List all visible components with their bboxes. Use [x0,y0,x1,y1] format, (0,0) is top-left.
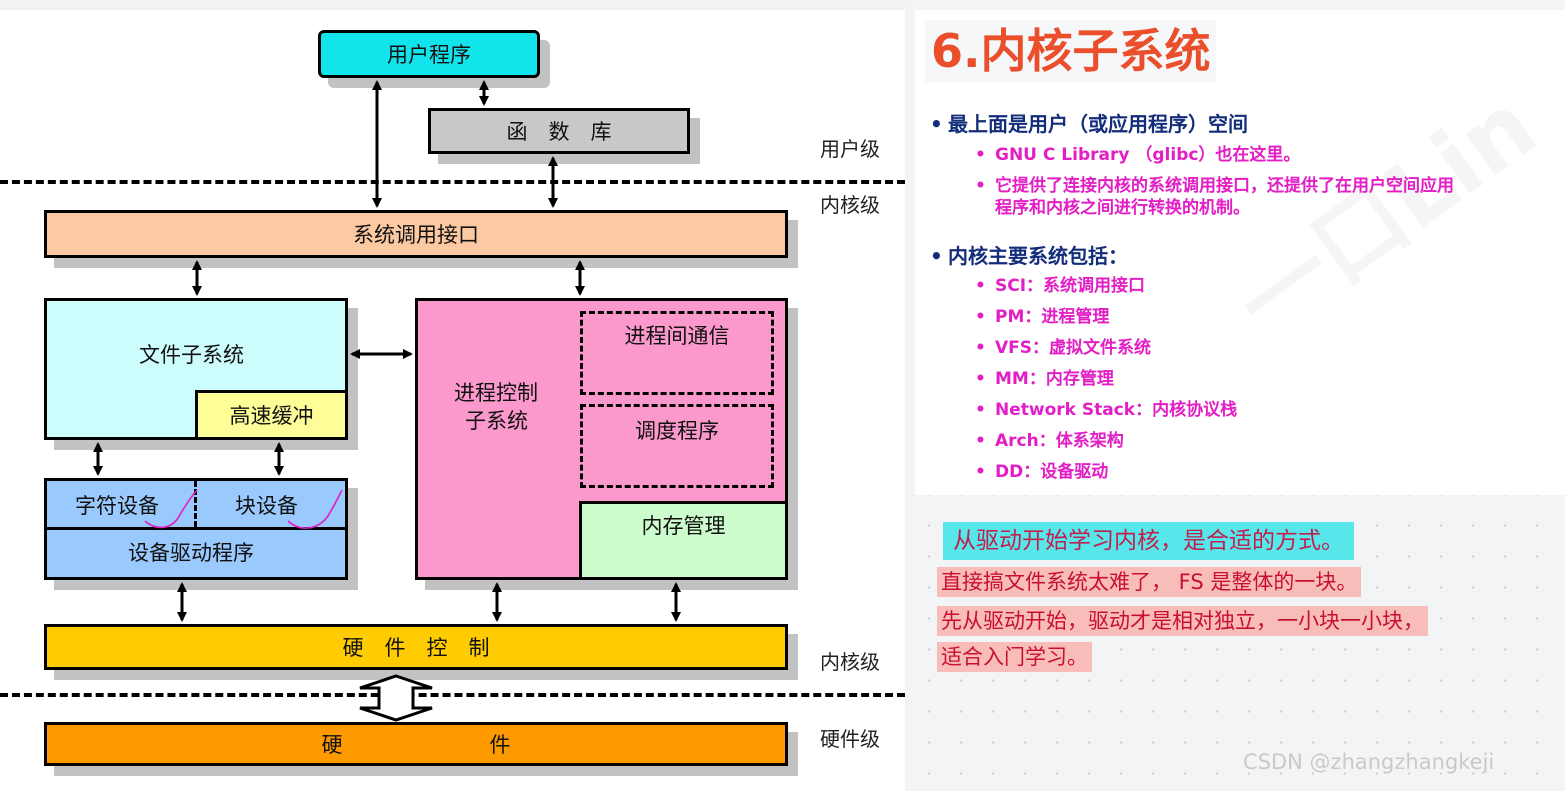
memory-management-label: 内存管理 [641,514,726,538]
connection-arrows [93,80,681,722]
notes-panel [915,10,1565,495]
process-control-label-2: 子系统 [465,409,528,433]
highlight-note-line1: 直接搞文件系统太难了， FS 是整体的一块。 [937,567,1362,597]
subsystem-item: •DD：设备驱动 [975,462,1109,482]
file-subsystem-label: 文件子系统 [139,343,244,367]
highlight-note-line3: 适合入门学习。 [937,642,1092,672]
cache-box: 高速缓冲 [195,390,348,440]
csdn-watermark: CSDN @zhangzhangkeji [1243,750,1495,774]
bullet-user-space: •最上面是用户（或应用程序）空间 [930,108,1248,137]
handwritten-underline-char [144,489,198,529]
bullet-user-space-text: 最上面是用户（或应用程序）空间 [948,112,1248,136]
subsystem-item: •SCI：系统调用接口 [975,276,1146,296]
level-kernel-bottom-label: 内核级 [820,650,880,674]
syscall-interface-box: 系统调用接口 [44,210,788,258]
sub-bullet-glibc-text: GNU C Library （glibc）也在这里。 [995,145,1301,165]
subsystem-item: •VFS：虚拟文件系统 [975,338,1152,358]
level-hardware-label: 硬件级 [820,727,880,751]
user-program-box: 用户程序 [318,30,540,78]
subsystem-item: •MM：内存管理 [975,369,1114,389]
highlight-learn-from-drivers: 从驱动开始学习内核，是合适的方式。 [943,522,1354,560]
bullet-kernel-subsystems-text: 内核主要系统包括： [948,244,1128,268]
hardware-control-box: 硬 件 控 制 [44,624,788,670]
hardware-box: 硬 件 [44,722,788,766]
bullet-kernel-subsystems: •内核主要系统包括： [930,244,1128,268]
arrow-hwctrl-hardware [359,674,433,722]
function-library-box: 函 数 库 [428,108,690,154]
kernel-hardware-boundary [0,693,905,697]
ipc-box: 进程间通信 [580,311,774,395]
scheduler-box: 调度程序 [580,404,774,488]
level-kernel-top-label: 内核级 [820,193,880,217]
sub-bullet-syscall-desc-line1: 它提供了连接内核的系统调用接口，还提供了在用户空间应用 [995,176,1454,196]
handwritten-underline-block [287,489,343,529]
level-user-label: 用户级 [820,137,880,161]
subsystem-item: •Network Stack：内核协议栈 [975,400,1238,420]
ipc-label: 进程间通信 [624,324,730,348]
memory-management-box: 内存管理 [579,501,788,580]
user-kernel-boundary [0,180,905,184]
sub-bullet-syscall-desc-line2: 程序和内核之间进行转换的机制。 [995,198,1250,218]
highlight-note-line2: 先从驱动开始，驱动才是相对独立，一小块一小块， [937,606,1428,636]
slide-title: 6.内核子系统 [925,20,1217,82]
process-control-label-1: 进程控制 [454,381,538,405]
subsystem-item: •PM：进程管理 [975,307,1110,327]
sub-bullet-syscall-desc: •它提供了连接内核的系统调用接口，还提供了在用户空间应用 程序和内核之间进行转换… [975,176,1454,218]
char-device-label: 字符设备 [75,494,159,518]
subsystem-item: •Arch：体系架构 [975,431,1124,451]
block-device-label: 块设备 [235,494,298,518]
char-block-divider [194,481,197,527]
bullet-dot: • [930,112,943,136]
scheduler-label: 调度程序 [635,419,719,443]
sub-bullet-glibc: •GNU C Library （glibc）也在这里。 [975,145,1301,165]
device-split-line [44,527,348,530]
device-driver-label: 设备驱动程序 [128,541,254,565]
